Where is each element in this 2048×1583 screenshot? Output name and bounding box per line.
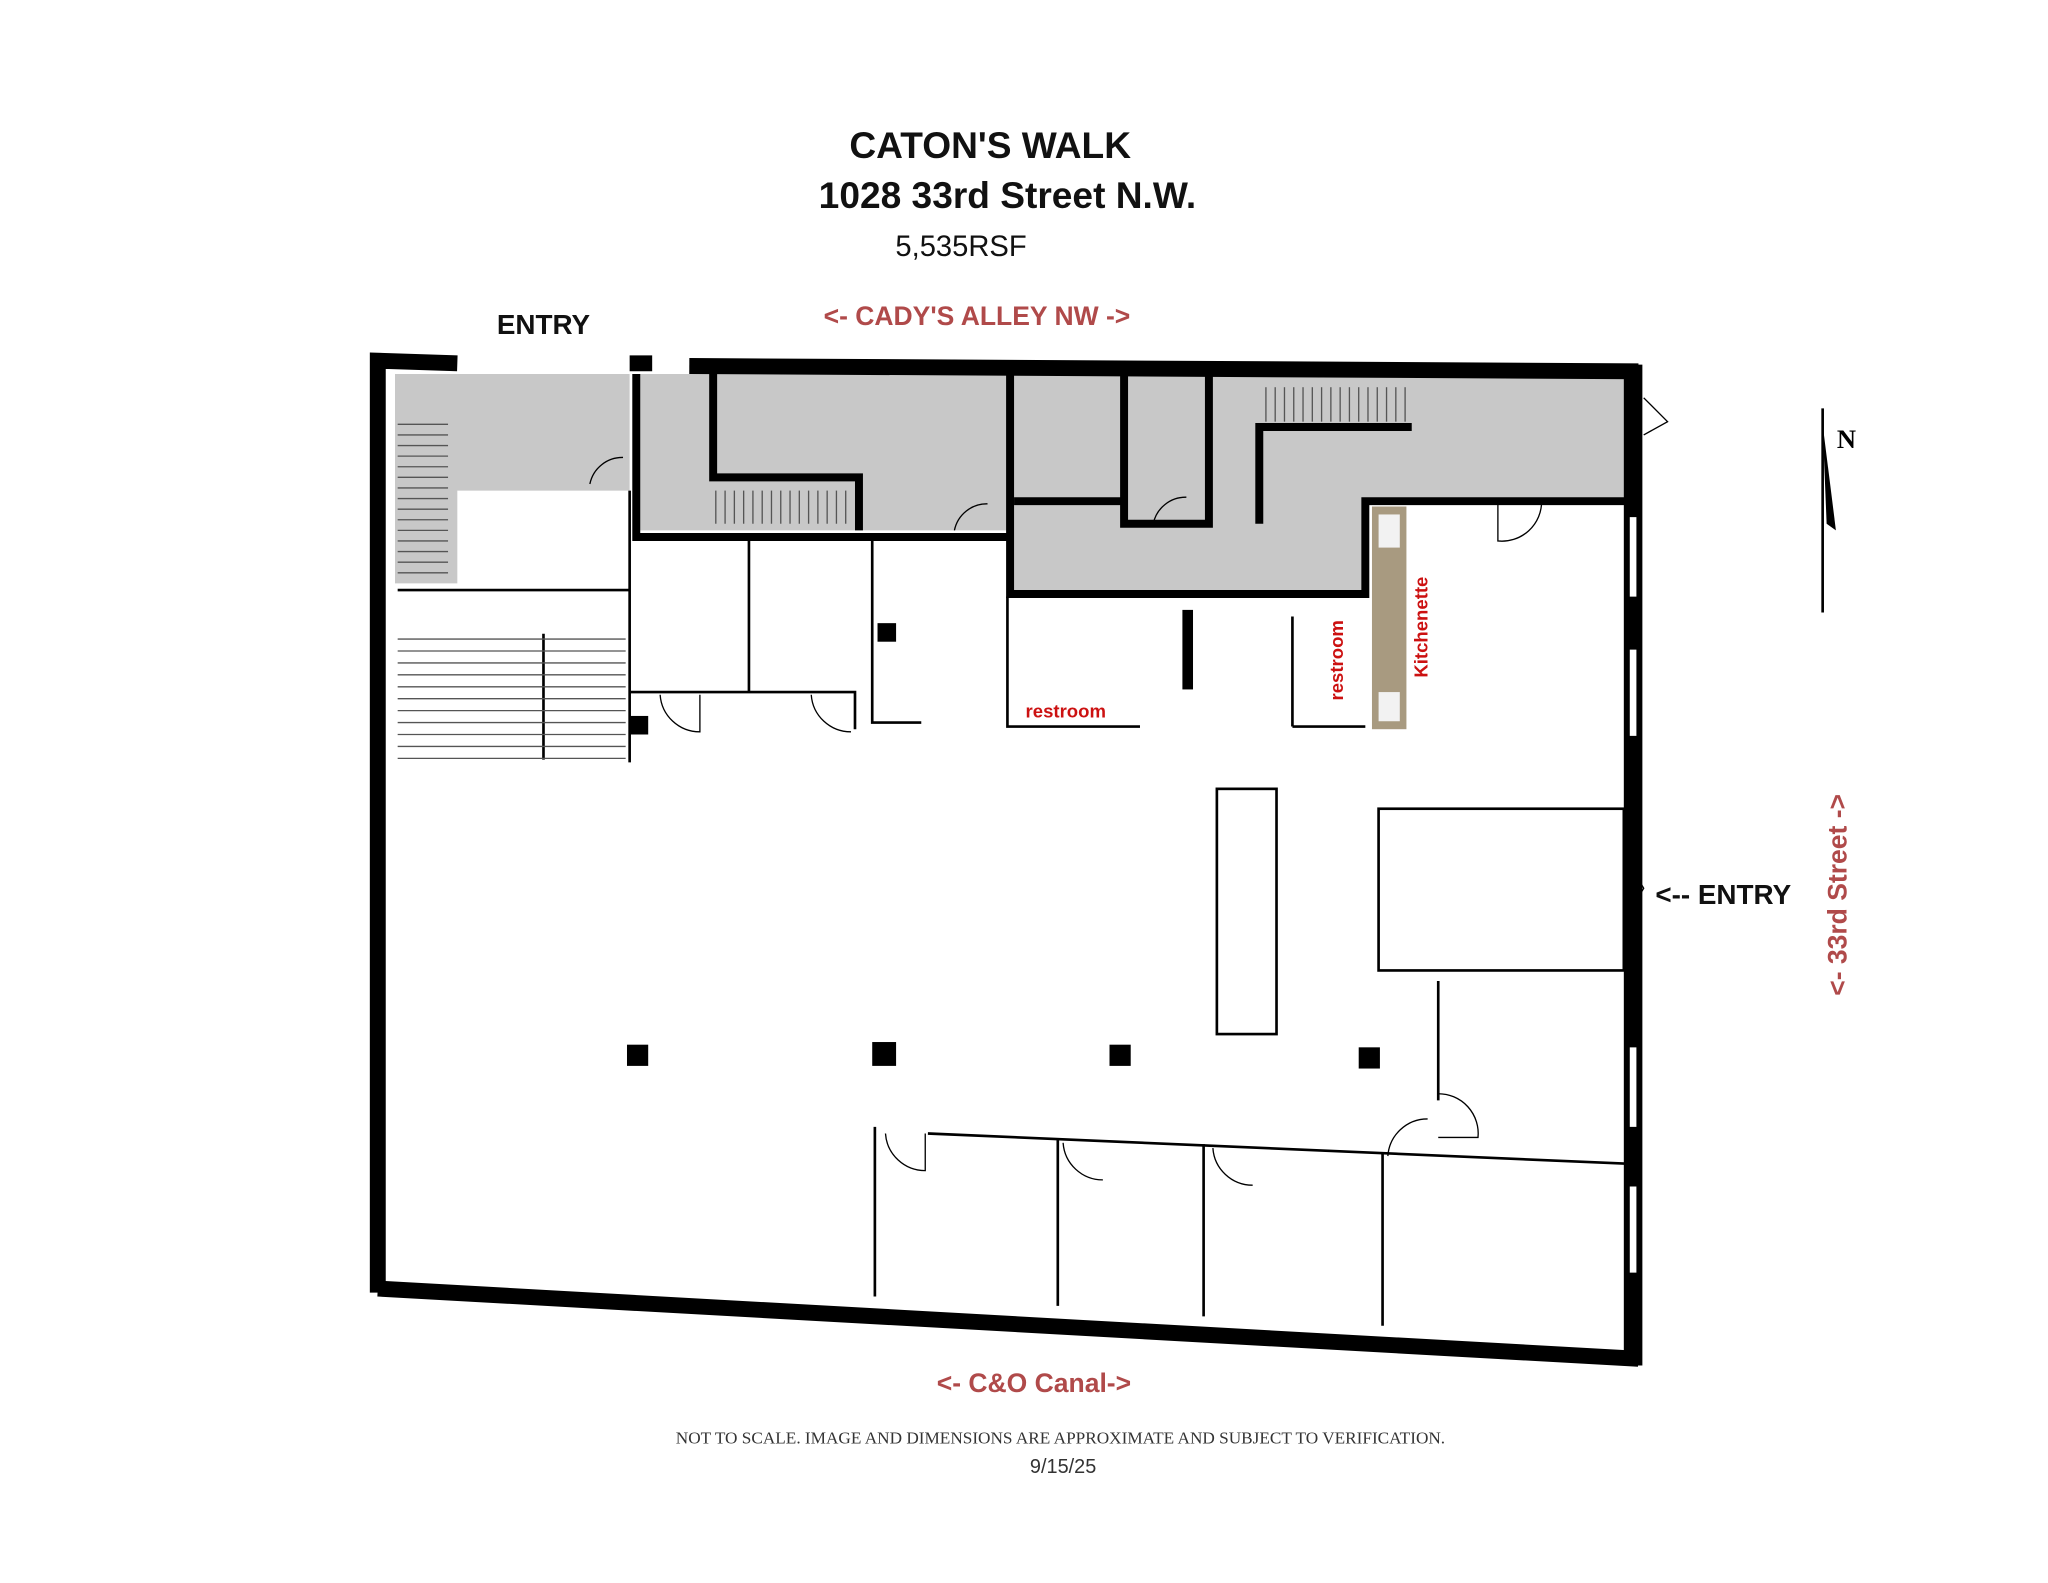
kitchenette-counter xyxy=(1371,506,1407,730)
north-label: N xyxy=(1837,424,1856,454)
kitchenette-label: Kitchenette xyxy=(1411,577,1432,678)
entry-label-north: ENTRY xyxy=(497,309,591,340)
columns xyxy=(626,609,1380,1069)
windows xyxy=(477,517,1637,1344)
doors xyxy=(589,397,1669,1186)
stair-treads xyxy=(397,387,1406,760)
north-arrow-icon: N xyxy=(1821,408,1856,613)
building-title: CATON'S WALK xyxy=(849,124,1131,166)
disclaimer: NOT TO SCALE. IMAGE AND DIMENSIONS ARE A… xyxy=(676,1429,1445,1448)
partitions xyxy=(397,490,1634,1326)
street-label-north: <- CADY'S ALLEY NW -> xyxy=(824,301,1131,331)
rentable-area: 5,535RSF xyxy=(895,231,1026,263)
restroom-label-1: restroom xyxy=(1026,700,1106,721)
street-label-east: <- 33rd Street -> xyxy=(1823,794,1853,996)
restroom-label-2: restroom xyxy=(1326,620,1347,700)
entry-label-east: <-- ENTRY xyxy=(1655,879,1791,910)
street-label-south: <- C&O Canal-> xyxy=(937,1368,1131,1398)
plan-date: 9/15/25 xyxy=(1030,1456,1096,1478)
interior-walls xyxy=(632,373,1631,598)
building-address: 1028 33rd Street N.W. xyxy=(819,174,1196,216)
